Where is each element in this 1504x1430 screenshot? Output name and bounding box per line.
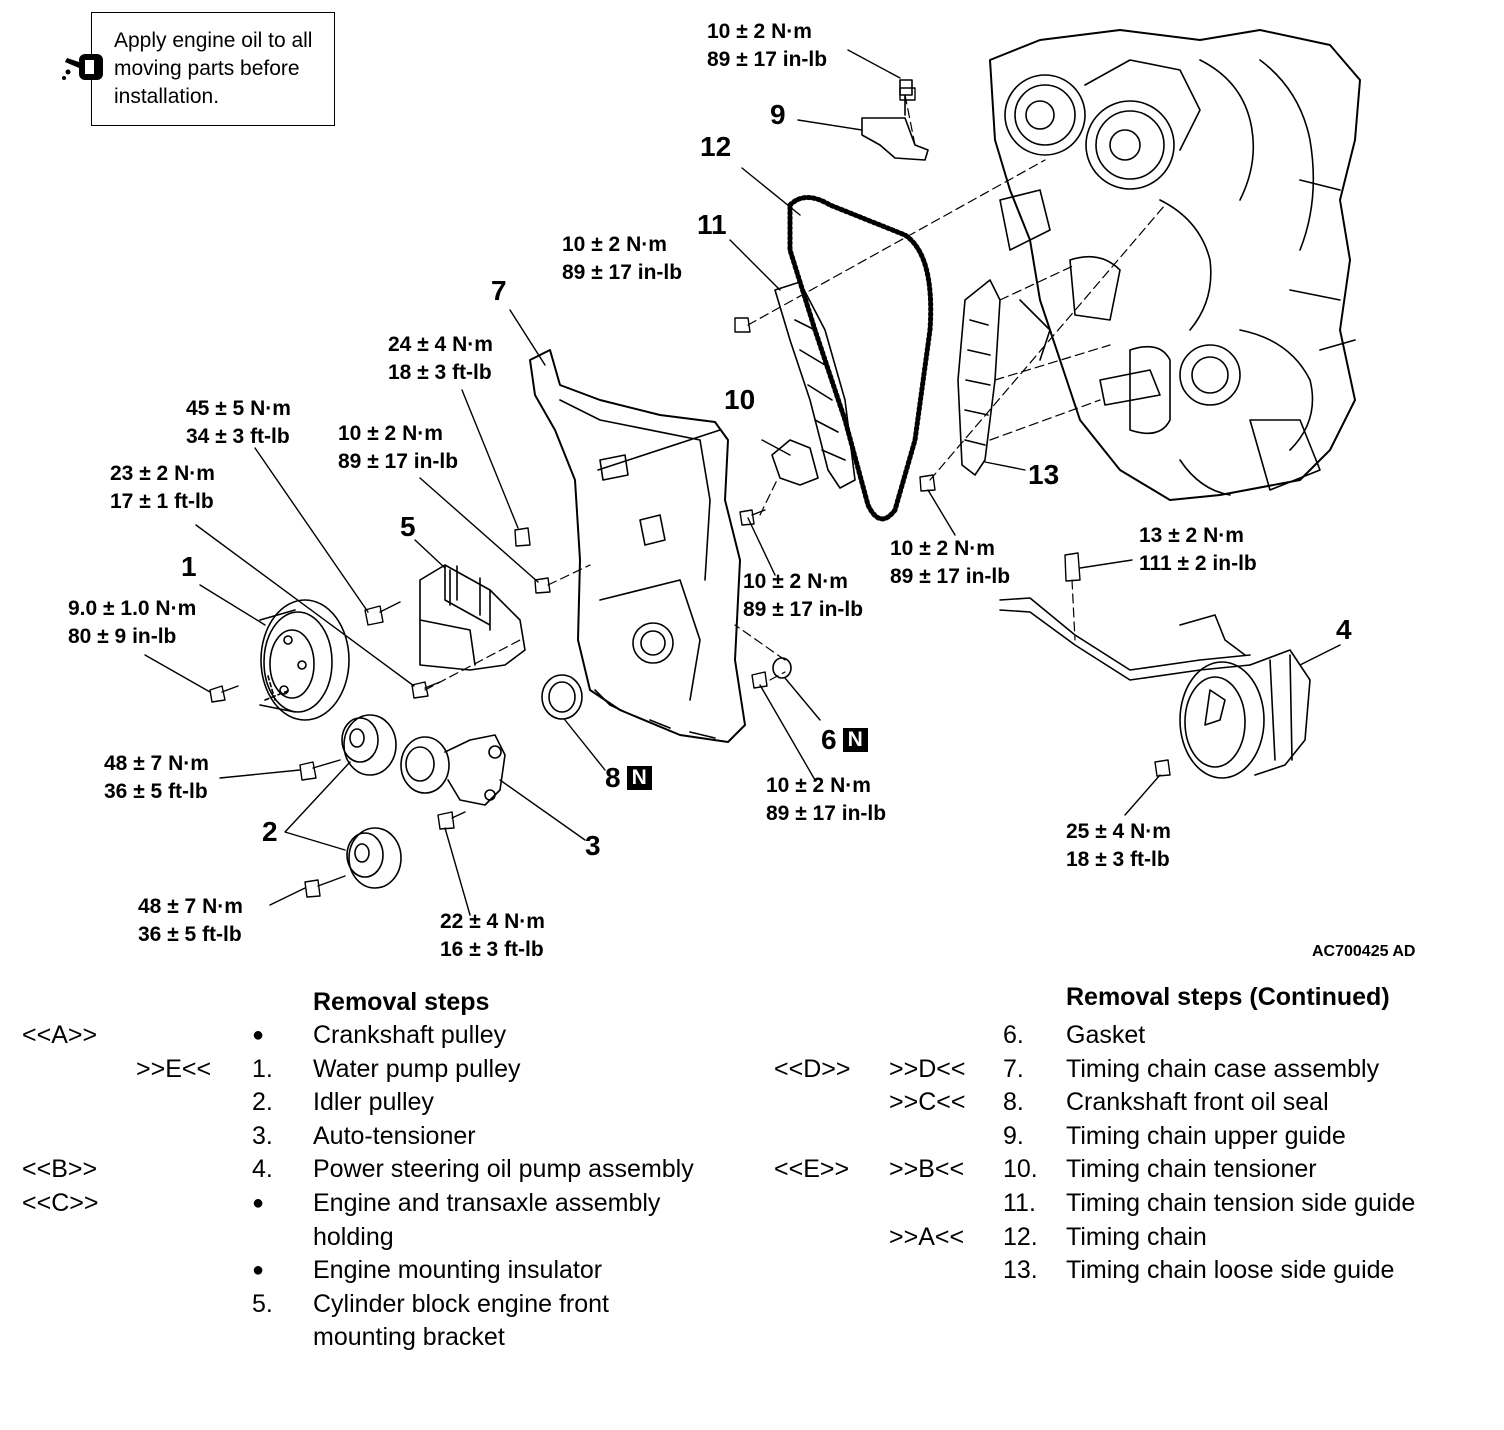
step-label: Timing chain tensioner (1066, 1155, 1317, 1184)
part-number-10: 10 (724, 384, 756, 415)
bolts (209, 87, 1171, 898)
step-number: ● (252, 1259, 265, 1282)
timing-chain-tension-side-guide (774, 281, 856, 489)
step-number: 6. (1003, 1021, 1024, 1049)
part-number-4: 4 (1336, 614, 1352, 645)
step-ref-installation: >>B<< (889, 1155, 965, 1184)
step-number: ● (252, 1024, 265, 1046)
part-number-11: 11 (697, 209, 727, 240)
n-marker-badge: N (842, 728, 868, 752)
part-number-13: 13 (1028, 459, 1060, 490)
part-number-2: 2 (262, 816, 278, 847)
step-number: 8. (1003, 1088, 1024, 1117)
step-label: mounting bracket (313, 1323, 505, 1352)
part-number-12: 12 (700, 131, 732, 162)
step-label: Gasket (1066, 1021, 1146, 1049)
step-number: 10. (1003, 1155, 1038, 1184)
step-number: 4. (252, 1155, 273, 1184)
step-number: 7. (1003, 1054, 1024, 1083)
step-ref-installation: >>A<< (889, 1222, 965, 1251)
auto-tensioner (400, 734, 506, 806)
step-number: 9. (1003, 1121, 1024, 1150)
step-ref-removal: <<D>> (774, 1054, 851, 1083)
step-label: Timing chain upper guide (1066, 1121, 1346, 1150)
step-number: 3. (252, 1121, 273, 1150)
engine-front-mounting-bracket (419, 564, 526, 671)
n-marker-badge: N (626, 766, 652, 790)
step-number: 11. (1003, 1189, 1036, 1217)
step-ref-installation: >>E<< (136, 1054, 212, 1083)
step-label: Crankshaft pulley (313, 1021, 507, 1049)
step-ref-removal: <<B>> (22, 1155, 98, 1184)
step-number: 1. (252, 1054, 273, 1083)
gasket (772, 657, 792, 679)
step-ref-removal: <<C>> (22, 1189, 99, 1217)
timing-chain-loose-side-guide (957, 279, 1001, 476)
idler-pulley-upper (341, 714, 397, 776)
step-label: Crankshaft front oil seal (1066, 1088, 1329, 1117)
removal-steps-heading: Removal steps (313, 988, 490, 1016)
step-label: Power steering oil pump assembly (313, 1155, 694, 1184)
step-ref-installation: >>C<< (889, 1088, 966, 1117)
step-label: Timing chain tension side guide (1066, 1189, 1416, 1217)
part-number-3: 3 (585, 830, 601, 861)
step-label: holding (313, 1222, 394, 1251)
step-number: 12. (1003, 1222, 1038, 1251)
step-label: Cylinder block engine front (313, 1289, 609, 1318)
step-label: Water pump pulley (313, 1054, 521, 1083)
timing-chain (787, 195, 934, 522)
step-label: Engine mounting insulator (313, 1256, 603, 1285)
step-label: Timing chain loose side guide (1066, 1256, 1395, 1285)
alignment-lines (424, 94, 1166, 691)
step-number: 13. (1003, 1256, 1038, 1285)
step-ref-removal: <<E>> (774, 1155, 850, 1184)
step-label: Engine and transaxle assembly (313, 1189, 661, 1217)
step-label: Timing chain (1066, 1222, 1207, 1251)
removal-steps-continued-heading: Removal steps (Continued) (1066, 983, 1390, 1011)
step-label: Idler pulley (313, 1088, 434, 1117)
power-steering-oil-pump (999, 597, 1311, 779)
oil-can-icon (62, 54, 103, 80)
part-number-9: 9 (770, 99, 786, 130)
figure-id: AC700425 AD (1312, 943, 1416, 960)
engine-block (989, 29, 1361, 501)
note-box: Apply engine oil to all moving parts bef… (91, 12, 335, 126)
step-ref-installation: >>D<< (889, 1054, 966, 1083)
note-text: Apply engine oil to all moving parts bef… (114, 29, 313, 108)
step-ref-removal: <<A>> (22, 1021, 98, 1049)
part-number-7: 7 (491, 275, 507, 306)
timing-chain-case (529, 349, 746, 743)
step-number: 5. (252, 1289, 273, 1318)
step-label: Auto-tensioner (313, 1121, 476, 1150)
part-number-5: 5 (400, 511, 416, 542)
step-label: Timing chain case assembly (1066, 1054, 1380, 1083)
leader-lines (144, 49, 1341, 916)
timing-chain-upper-guide (861, 117, 929, 161)
step-number: 2. (252, 1088, 273, 1117)
water-pump-pulley (259, 599, 350, 721)
idler-pulley-lower (346, 827, 402, 889)
crankshaft-front-oil-seal (541, 674, 583, 720)
timing-chain-tensioner (771, 439, 819, 486)
part-number-1: 1 (181, 551, 197, 582)
step-number: ● (252, 1192, 265, 1214)
